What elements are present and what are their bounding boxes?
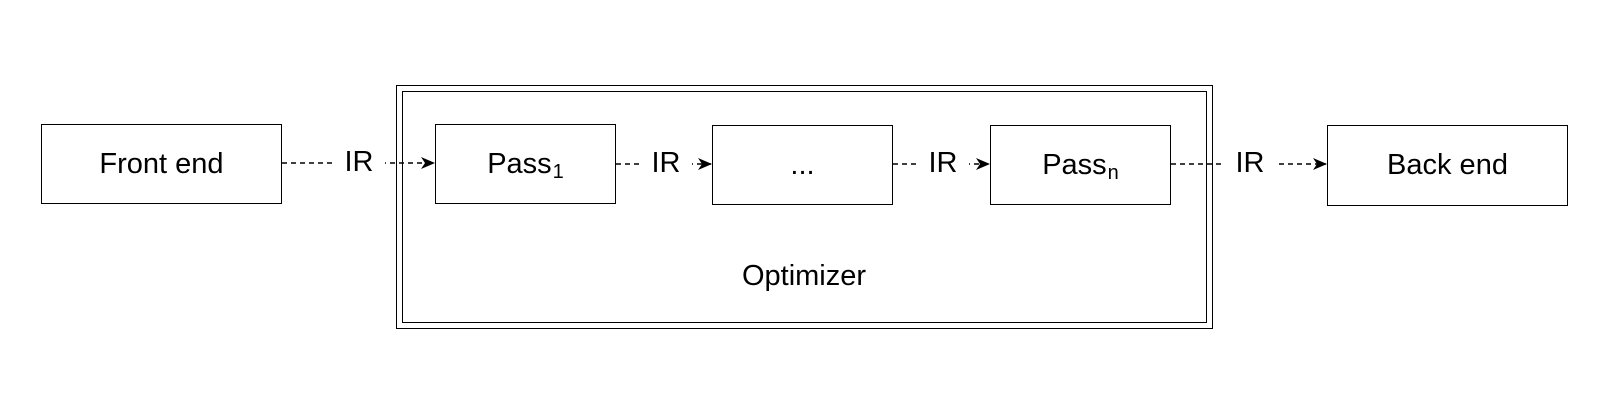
ellipsis-label: ... (790, 148, 815, 181)
edge-label-ir: IR (333, 148, 385, 177)
edge-label-ir: IR (1224, 149, 1276, 178)
front-end-label: Front end (99, 147, 224, 180)
pass-1-subscript: 1 (552, 161, 564, 183)
pass-1-label: Pass (487, 147, 552, 180)
optimizer-frame-inner (402, 91, 1207, 323)
back-end-label: Back end (1387, 149, 1508, 181)
back-end-node: Back end (1327, 125, 1568, 206)
optimizer-label: Optimizer (741, 260, 867, 292)
ellipsis-node: ... (712, 125, 893, 205)
pass-n-label: Pass (1042, 148, 1107, 181)
edge-label-ir: IR (917, 149, 969, 178)
pass-n-subscript: n (1107, 162, 1119, 184)
edge-label-ir: IR (640, 149, 692, 178)
optimizer-frame-outer (396, 85, 1213, 329)
front-end-node: Front end (41, 124, 282, 204)
